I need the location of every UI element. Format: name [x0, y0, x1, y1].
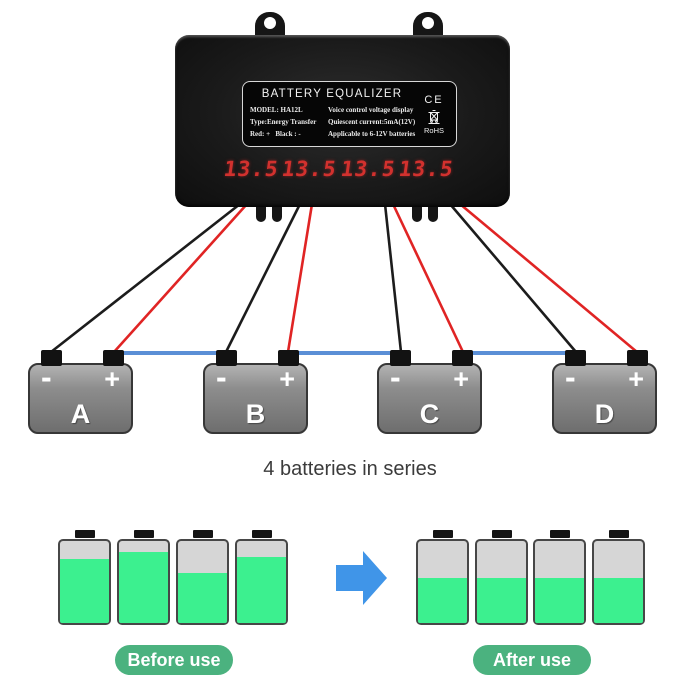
battery-label: D: [594, 399, 615, 429]
battery-b: - + B: [203, 350, 308, 434]
positive-wire-c: [391, 203, 465, 353]
negative-terminal: [216, 350, 237, 366]
series-caption: 4 batteries in series: [263, 458, 437, 480]
positive-wire-a: [113, 203, 248, 353]
positive-terminal: [452, 350, 473, 366]
voltage-readout-c: 13.5: [339, 157, 398, 181]
spec-model: MODEL: HA12L: [250, 106, 303, 114]
foot-prong: [428, 205, 438, 222]
cell-cap-icon: [608, 530, 629, 538]
negative-wire-a: [50, 202, 241, 354]
spec-current: Quiescent current:5mA(12V): [328, 118, 416, 126]
battery-label: B: [245, 399, 266, 429]
foot-prong: [412, 205, 422, 222]
negative-wire-d: [449, 203, 577, 353]
cell-cap-icon: [192, 530, 213, 538]
before-cell-3: [176, 530, 229, 625]
charge-level: [178, 572, 227, 623]
battery-a: - + A: [28, 350, 133, 434]
foot-prong: [272, 205, 282, 222]
plus-sign: +: [104, 364, 120, 394]
spec-line: MODEL: HA12L Voice control voltage displ…: [250, 104, 414, 116]
before-cell-2: [117, 530, 170, 625]
charge-level: [237, 556, 286, 623]
voltage-readout-b: 13.5: [280, 157, 339, 181]
cell-cap-icon: [74, 530, 95, 538]
rohs-label: RoHS: [423, 125, 444, 135]
positive-wire-b: [286, 203, 314, 353]
after-cell-2: [475, 530, 528, 625]
positive-terminal: [103, 350, 124, 366]
battery-c: - + C: [377, 350, 482, 434]
mounting-hole-icon: [422, 17, 434, 29]
certification-column: CE RoHS: [416, 82, 456, 146]
before-cell-4: [235, 530, 288, 625]
spec-feature: Voice control voltage display: [328, 106, 414, 114]
minus-sign: -: [565, 359, 576, 395]
voltage-readout-d: 13.5: [397, 157, 456, 181]
minus-sign: -: [216, 359, 227, 395]
spec-line: Red: + Black : - Applicable to 6-12V bat…: [250, 128, 416, 140]
spec-applicability: Applicable to 6-12V batteries: [328, 130, 416, 138]
spec-polarity: Red: + Black : -: [250, 130, 301, 138]
before-cell-1: [58, 530, 111, 625]
cell-cap-icon: [491, 530, 512, 538]
battery-d: - + D: [552, 350, 657, 434]
charge-level: [119, 551, 168, 623]
charge-level: [535, 577, 584, 623]
cell-cap-icon: [549, 530, 570, 538]
voltage-display: 13.5 13.5 13.5 13.5: [222, 157, 456, 181]
minus-sign: -: [41, 359, 52, 395]
device-spec-label: BATTERY EQUALIZER MODEL: HA12L Voice con…: [242, 81, 457, 147]
positive-terminal: [627, 350, 648, 366]
spec-type: Type:Energy Transfer: [250, 118, 317, 126]
after-cell-1: [416, 530, 469, 625]
negative-terminal: [390, 350, 411, 366]
spec-text-block: BATTERY EQUALIZER MODEL: HA12L Voice con…: [243, 82, 416, 146]
mounting-foot-icon: [412, 205, 440, 222]
battery-label: A: [70, 399, 91, 429]
cell-cap-icon: [133, 530, 154, 538]
plus-sign: +: [453, 364, 469, 394]
weee-bin-icon: [428, 109, 440, 124]
plus-sign: +: [628, 364, 644, 394]
before-after-arrow-icon: [336, 550, 388, 611]
plus-sign: +: [279, 364, 295, 394]
battery-equalizer-device: BATTERY EQUALIZER MODEL: HA12L Voice con…: [175, 35, 510, 207]
charge-level: [60, 559, 109, 623]
battery-label: C: [419, 399, 440, 429]
after-cell-4: [592, 530, 645, 625]
before-use-badge: Before use: [115, 645, 233, 675]
after-use-badge: After use: [473, 645, 591, 675]
charge-level: [594, 577, 643, 623]
negative-terminal: [565, 350, 586, 366]
cell-cap-icon: [251, 530, 272, 538]
charge-level: [418, 577, 467, 623]
voltage-readout-a: 13.5: [222, 157, 281, 181]
positive-terminal: [278, 350, 299, 366]
device-title: BATTERY EQUALIZER: [261, 88, 403, 100]
positive-wire-d: [459, 203, 638, 353]
foot-prong: [256, 205, 266, 222]
negative-terminal: [41, 350, 62, 366]
charge-level: [477, 577, 526, 623]
mounting-foot-icon: [256, 205, 284, 222]
minus-sign: -: [390, 359, 401, 395]
cell-cap-icon: [432, 530, 453, 538]
after-cell-3: [533, 530, 586, 625]
negative-wire-c: [383, 203, 403, 353]
mounting-hole-icon: [264, 17, 276, 29]
ce-mark-icon: CE: [424, 93, 444, 106]
spec-line: Type:Energy Transfer Quiescent current:5…: [250, 116, 416, 128]
negative-wire-b: [224, 203, 302, 353]
